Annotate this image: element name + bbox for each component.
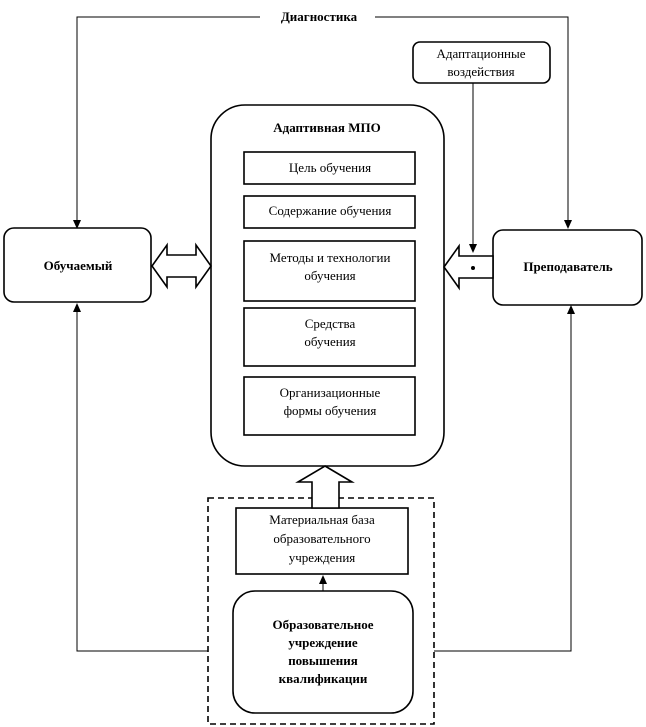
mpo-component-means-label: Средства — [305, 316, 356, 331]
learner-label: Обучаемый — [44, 258, 113, 273]
adaptive-mpo-node: Адаптивная МПО Цель обучения Содержание … — [210, 104, 445, 467]
material-base-label: образовательного — [273, 531, 370, 546]
teacher-mpo-arrow — [443, 243, 494, 291]
adaptive-influences-label: воздействия — [447, 64, 514, 79]
institution-material-connector — [319, 575, 327, 591]
institution-label: повышения — [288, 653, 358, 668]
material-base-label: Материальная база — [269, 512, 375, 527]
mpo-component-content-label: Содержание обучения — [269, 203, 392, 218]
teacher-node: Преподаватель — [492, 229, 643, 306]
mpo-component-goal-label: Цель обучения — [289, 160, 371, 175]
adaptive-mpo-title: Адаптивная МПО — [273, 120, 380, 135]
learner-mpo-double-arrow — [151, 242, 212, 290]
institution-label: квалификации — [279, 671, 368, 686]
institution-learner-connector — [73, 303, 208, 652]
adaptive-influences-connector — [469, 83, 477, 270]
mpo-component-means: Средства обучения — [243, 307, 416, 367]
adaptive-influences-label: Адаптационные — [436, 46, 525, 61]
mpo-component-means-label: обучения — [304, 334, 355, 349]
diagnostics-connector — [73, 16, 572, 229]
mpo-component-methods-label: обучения — [304, 268, 355, 283]
diagnostics-label: Диагностика — [281, 9, 358, 24]
material-base-mpo-arrow — [295, 465, 355, 509]
adaptive-influences-node: Адаптационные воздействия — [412, 41, 551, 84]
material-base-label: учреждения — [289, 550, 356, 565]
institution-label: учреждение — [288, 635, 358, 650]
mpo-component-forms-label: Организационные — [280, 385, 381, 400]
material-base-node: Материальная база образовательного учреж… — [235, 507, 409, 575]
teacher-label: Преподаватель — [523, 259, 612, 274]
institution-label: Образовательное — [273, 617, 374, 632]
mpo-component-forms-label: формы обучения — [284, 403, 377, 418]
mpo-component-content: Содержание обучения — [243, 195, 416, 229]
institution-teacher-connector — [434, 305, 575, 652]
mpo-component-forms: Организационные формы обучения — [243, 376, 416, 436]
mpo-component-methods: Методы и технологии обучения — [243, 240, 416, 302]
learner-node: Обучаемый — [3, 227, 152, 303]
institution-node: Образовательное учреждение повышения ква… — [232, 590, 414, 714]
mpo-component-methods-label: Методы и технологии — [270, 250, 391, 265]
mpo-component-goal: Цель обучения — [243, 151, 416, 185]
